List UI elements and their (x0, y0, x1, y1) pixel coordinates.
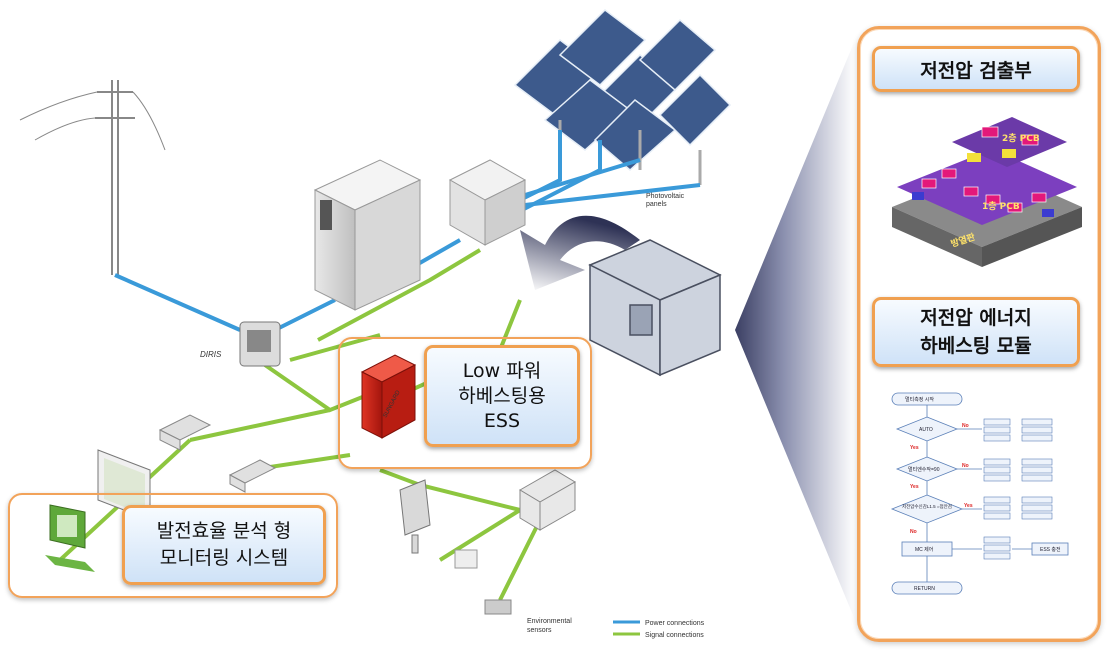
ess-label-line2: 하베스팅용 (458, 384, 546, 407)
curved-arrow-shape (520, 215, 640, 290)
flow-no-3: No (910, 529, 917, 535)
wind-turbine (399, 479, 431, 554)
pcb-layer2-label: 2층 PCB (1002, 132, 1040, 144)
solar-panel-array (513, 9, 732, 171)
flow-check: 멀티엔수작=90 (908, 466, 940, 473)
large-arrow-shape (735, 40, 855, 620)
monitor-screens (97, 449, 151, 521)
desktop-computer (45, 504, 95, 572)
flow-auto: AUTO (919, 427, 933, 433)
power-connections (114, 130, 701, 337)
monitor-label-line1: 발전효율 분석 형 (156, 520, 292, 542)
inverter-cabinet (313, 159, 422, 311)
ess-callout-frame (338, 337, 592, 469)
legend-power-label: Power connections (645, 620, 705, 627)
monitor-label-box: 발전효율 분석 형 모니터링 시스템 (122, 505, 326, 585)
combiner-box (448, 159, 527, 246)
flow-yes-3: Yes (964, 503, 973, 509)
flow-return: RETURN (914, 586, 935, 592)
flow-no-1: No (962, 423, 969, 429)
ess-label-line1: Low 파워 (462, 359, 542, 382)
pcb-layer1-label: 1층 PCB (982, 200, 1020, 212)
harvest-title-line1: 저전압 에너지 (920, 307, 1032, 329)
ess-label-line3: ESS (483, 409, 521, 432)
flow-yes-1: Yes (910, 445, 919, 451)
ess-unit (360, 354, 417, 439)
detector-title: 저전압 검출부 (920, 59, 1032, 82)
harvest-title-box: 저전압 에너지 하베스팅 모듈 (872, 297, 1080, 367)
pcb-illustration: 1층 PCB 2층 PCB 방열판 (892, 117, 1082, 267)
power-pole (19, 80, 166, 275)
legend-signal-label: Signal connections (645, 632, 704, 639)
flow-cond: 저전압수신감L1.5 =점안검 (902, 503, 952, 510)
sensor-box (519, 469, 576, 531)
diris-label: DIRIS (200, 350, 222, 359)
env-label-line1: Environmental (527, 618, 572, 625)
small-sensor (454, 549, 478, 569)
ess-label-box: Low 파워 하베스팅용 ESS (424, 345, 580, 447)
pv-label-line2: panels (646, 201, 667, 208)
network-device (158, 414, 277, 493)
monitor-callout-frame (8, 493, 338, 598)
flow-ess: ESS 충전 (1040, 546, 1061, 553)
detector-title-box: 저전압 검출부 (872, 46, 1080, 92)
flow-mc: MC 제어 (915, 546, 933, 553)
harvest-title-line2: 하베스팅 모듈 (920, 335, 1032, 357)
flow-start: 멀티측정 시작 (905, 396, 934, 403)
current-transformer (588, 239, 722, 377)
env-label-line2: sensors (527, 627, 552, 634)
monitor-label-line2: 모니터링 시스템 (159, 547, 289, 569)
diris-meter (239, 321, 281, 367)
env-sensor-bracket (484, 599, 512, 615)
flow-yes-2: Yes (910, 484, 919, 490)
flowchart: 멀티측정 시작 AUTO 멀티엔수작=90 저전압수신감L1.5 =점안검 MC… (890, 392, 1069, 595)
pv-label-line1: Photovoltaic (646, 193, 685, 200)
module-panel: 저전압 검출부 1층 PCB 2층 PCB 방열판 저전압 에너지 하베스팅 모… (857, 26, 1101, 642)
flow-no-2: No (962, 463, 969, 469)
